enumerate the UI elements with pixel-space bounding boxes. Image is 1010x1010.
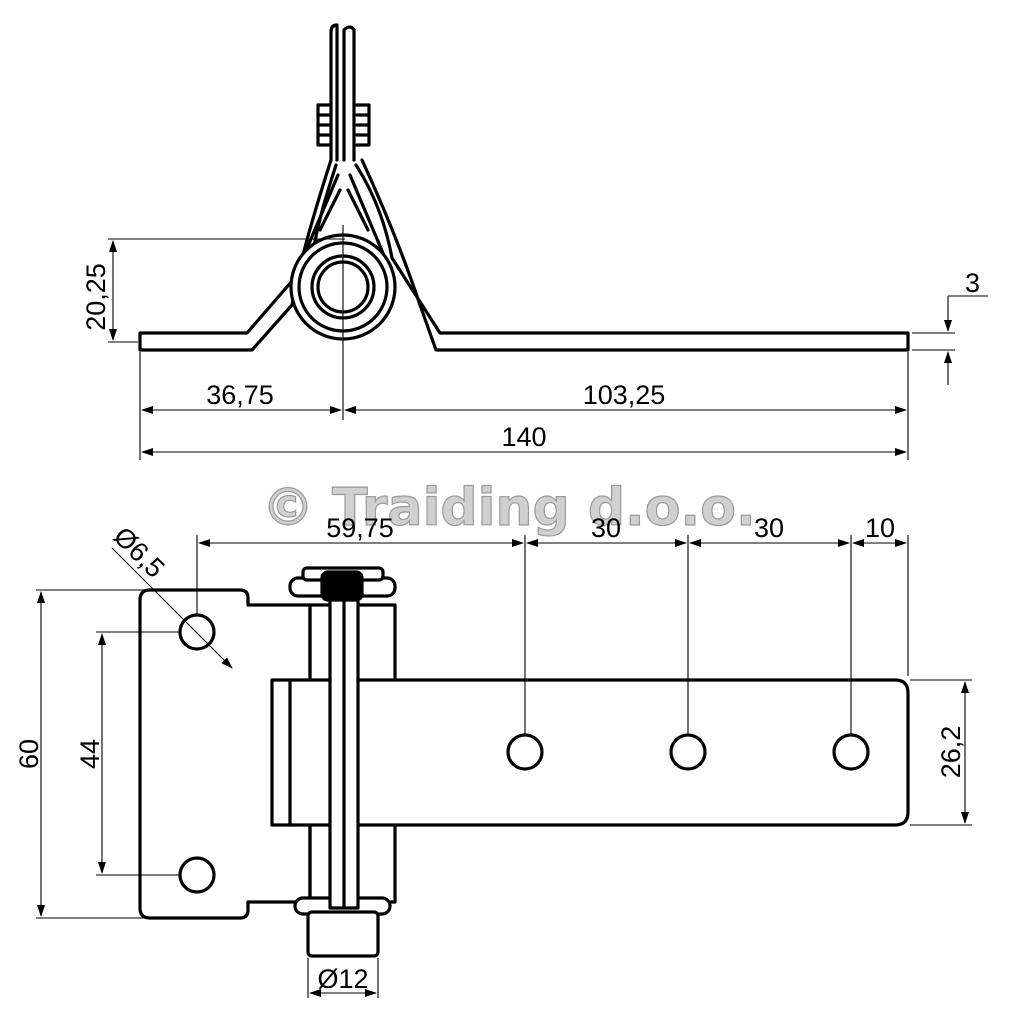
spring-inner-v [298,173,390,267]
coil-teeth [316,103,371,147]
dim-right-label: 103,25 [583,380,666,410]
spring-arm-right [354,158,422,307]
plate-holes [178,613,216,894]
bottom-view: Ø6,5 59,75 30 30 10 60 44 [14,513,972,998]
dim-height-label: 20,25 [81,263,111,331]
dim-spacing-4-label: 10 [865,513,895,543]
dim-thickness-label: 3 [965,268,980,298]
dim-height-total-label: 60 [14,739,44,769]
dim-hole-label: Ø6,5 [108,521,171,584]
top-plate-outline [138,256,910,352]
spring-coil-top [320,570,364,602]
dim-spacing-1-label: 59,75 [326,513,394,543]
dim-total-label: 140 [501,422,546,452]
dim-pin-label: Ø12 [317,964,368,994]
pin-bottom-shaft [306,910,380,958]
dim-hole-pitch-label: 44 [75,739,105,769]
dim-strap-width-label: 26,2 [936,726,966,779]
dim-spacing-2-label: 30 [591,513,621,543]
dim-spacing-3-label: 30 [754,513,784,543]
strap [270,678,910,827]
mounting-plate [138,588,312,920]
top-view: 20,25 36,75 103,25 140 3 [81,23,988,460]
top-dimensions: 20,25 36,75 103,25 140 3 [81,225,988,460]
pin-blade [329,23,356,162]
plate-hole-top [178,613,216,651]
watermark-text: © Traiding d.o.o. [262,478,756,538]
plate-hole-bottom [178,856,216,894]
dim-left-label: 36,75 [206,380,274,410]
